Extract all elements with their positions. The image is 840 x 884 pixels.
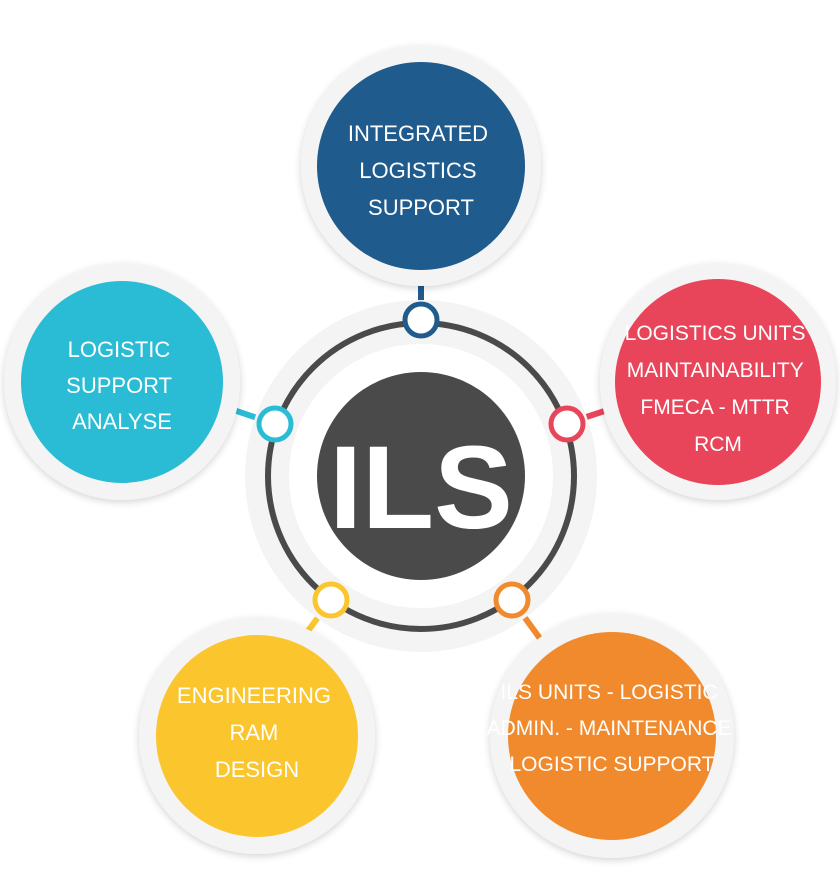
connector-joints: [256, 301, 586, 619]
node-integrated-logistics-support: INTEGRATED LOGISTICS SUPPORT: [301, 46, 541, 286]
node-logistic-support-analyse: LOGISTIC SUPPORT ANALYSE: [4, 264, 240, 500]
center-hub: ILS: [245, 300, 597, 652]
node-text-bottom-left: ENGINEERING RAM DESIGN: [177, 683, 337, 782]
node-logistics-units: LOGISTICS UNITS MAINTAINABILITY FMECA - …: [600, 264, 836, 500]
center-label: ILS: [329, 422, 513, 554]
node-text-bottom-right: ILS UNITS - LOGISTIC ADMIN. - MAINTENANC…: [487, 681, 738, 776]
joint-top: [402, 301, 440, 339]
center-circle: [317, 372, 525, 580]
node-engineering-ram-design: ENGINEERING RAM DESIGN: [139, 618, 375, 854]
joint-bottom-right: [493, 581, 531, 619]
joint-bottom-left: [312, 581, 350, 619]
joint-right: [548, 405, 586, 443]
node-text-left: LOGISTIC SUPPORT ANALYSE: [66, 337, 178, 434]
joint-left: [256, 405, 294, 443]
node-text-top: INTEGRATED LOGISTICS SUPPORT: [348, 121, 494, 220]
node-text-right: LOGISTICS UNITS MAINTAINABILITY FMECA - …: [625, 322, 812, 456]
node-ils-units-logistic: ILS UNITS - LOGISTIC ADMIN. - MAINTENANC…: [487, 614, 738, 858]
